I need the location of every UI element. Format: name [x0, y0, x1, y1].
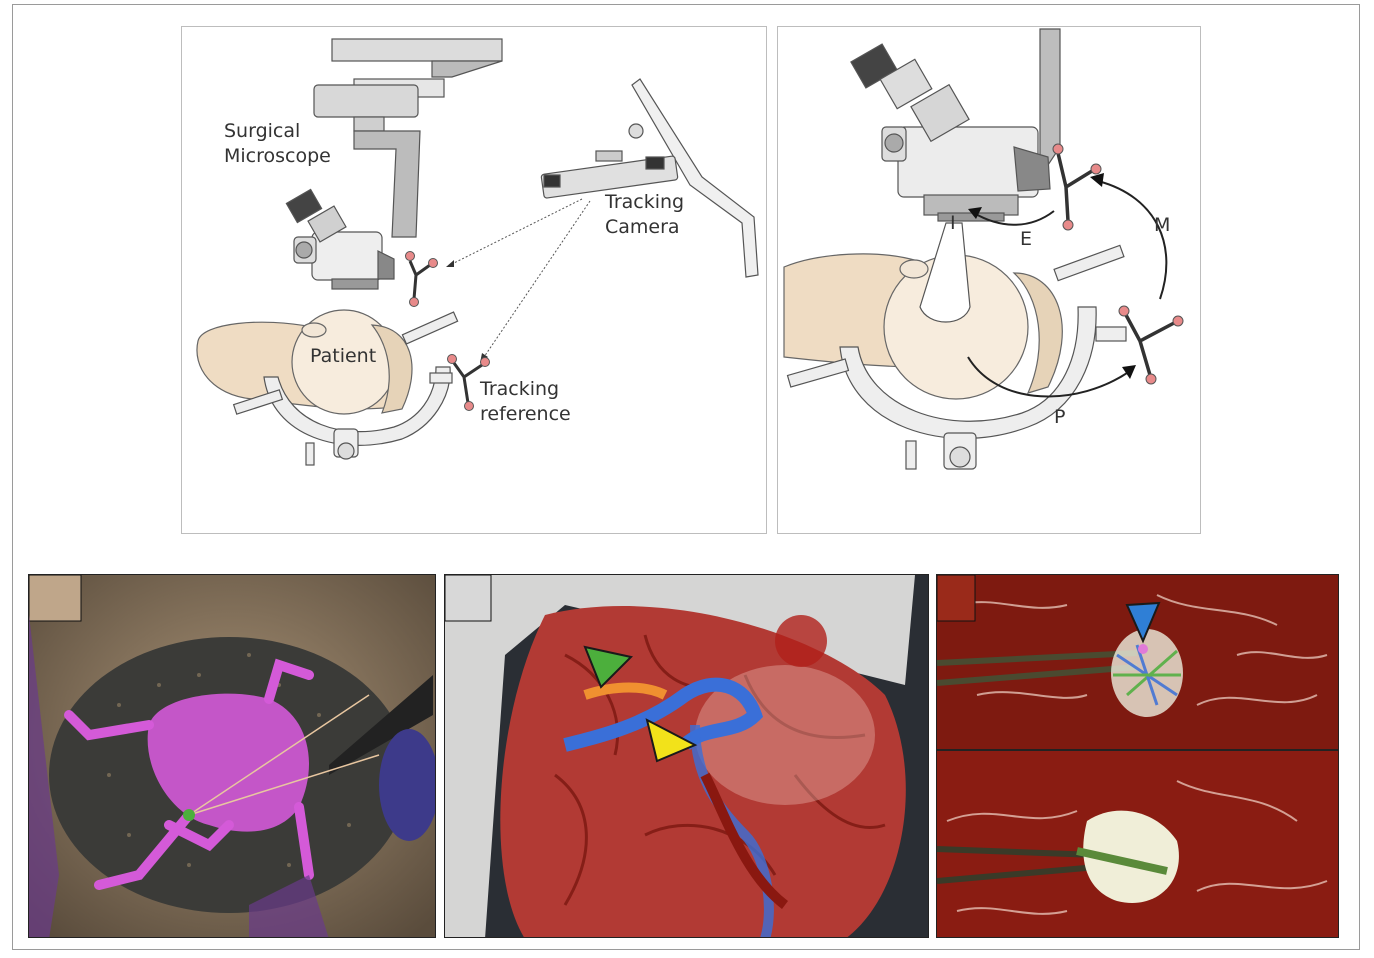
- label-p: P: [1054, 405, 1065, 430]
- microscope-tracker-marker: [406, 252, 438, 307]
- clipping-overlay-image: [937, 575, 1339, 750]
- reference-label-line-1: Tracking: [480, 377, 559, 402]
- setup-overview-drawing: [182, 27, 768, 535]
- camera-label-line-2: Camera: [605, 215, 680, 240]
- arrow-m-head: [1090, 173, 1104, 187]
- microscope-label-line-1: Surgical: [224, 119, 300, 144]
- patient: [197, 310, 412, 414]
- setup-overview-panel: Surgical Microscope Tracking Camera Pati…: [181, 26, 767, 534]
- clipping-overlay-photo-top: [936, 574, 1339, 750]
- camera-to-microscope-line: [450, 199, 582, 265]
- label-m: M: [1154, 213, 1170, 238]
- camera-label-line-1: Tracking: [605, 190, 684, 215]
- reference-label-line-2: reference: [480, 402, 571, 427]
- label-i: I: [950, 211, 956, 236]
- arrow-p-head: [1122, 365, 1136, 379]
- label-e: E: [1020, 227, 1032, 252]
- transform-chain-drawing: [778, 27, 1202, 535]
- skin-overlay-photo: [28, 574, 436, 938]
- clipping-photo-bottom: [936, 750, 1339, 938]
- microscope-closeup: [851, 29, 1060, 221]
- brain-surface-photo: [444, 574, 929, 938]
- brain-surface-image: [445, 575, 929, 938]
- clipping-image: [937, 751, 1339, 938]
- target-point: [183, 809, 195, 821]
- tracking-camera: [541, 79, 758, 277]
- camera-to-reference-line: [484, 201, 590, 357]
- skin-overlay-image: [29, 575, 436, 938]
- microscope-tracker-marker: [1053, 144, 1101, 230]
- patient-label: Patient: [310, 344, 376, 369]
- microscope-label-line-2: Microscope: [224, 144, 331, 169]
- transform-chain-panel: I E M P: [777, 26, 1201, 534]
